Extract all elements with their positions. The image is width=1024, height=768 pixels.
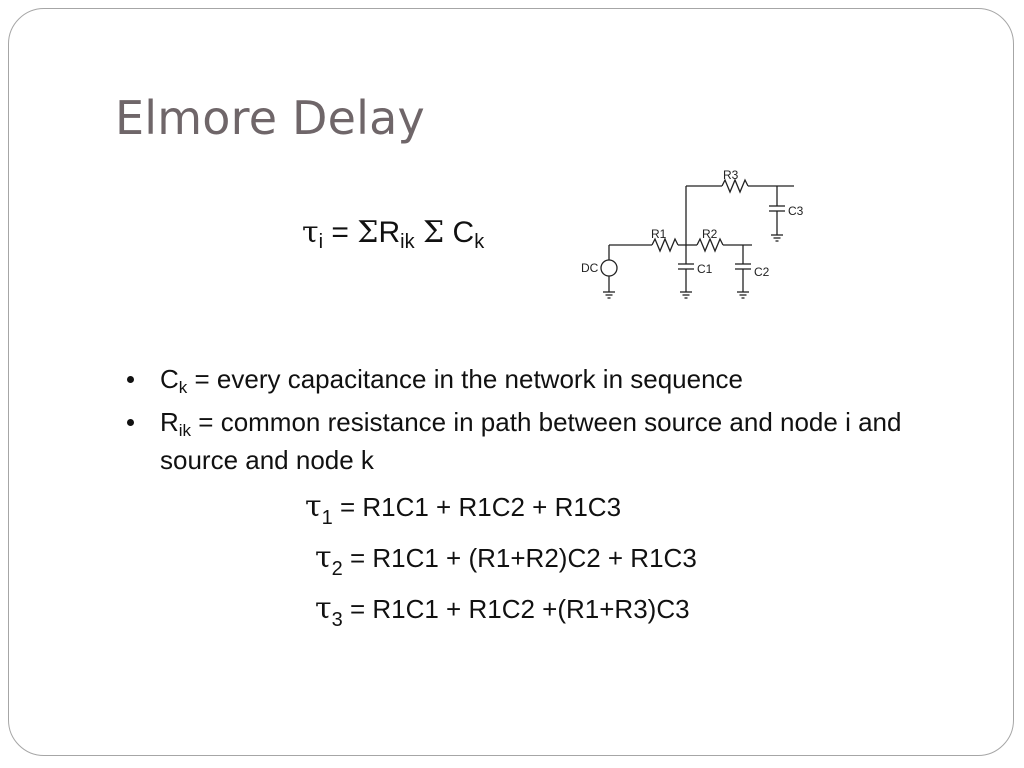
equation-rhs: = R1C1 + (R1+R2)C2 + R1C3 (342, 543, 697, 573)
equation-subscript: 3 (331, 609, 343, 631)
equation-rhs: = R1C1 + R1C2 +(R1+R3)C3 (342, 594, 690, 624)
elmore-formula: τi = ΣRik Σ Ck (302, 213, 484, 253)
equation-tau-symbol: τ (315, 540, 332, 575)
resistor-r3-symbol (721, 178, 749, 194)
bullet-dot (127, 419, 134, 426)
equation-tau-2: τ2 = R1C1 + (R1+R2)C2 + R1C3 (315, 540, 697, 580)
equation-subscript: 1 (321, 507, 333, 529)
ground-symbol (771, 234, 783, 242)
bullet-text: = every capacitance in the network in se… (187, 364, 744, 394)
formula-c-subscript: k (474, 231, 485, 253)
ground-symbol (737, 291, 749, 299)
formula-tau-subscript: i (318, 231, 324, 253)
bullet-subscript: k (178, 378, 188, 397)
equation-rhs: = R1C1 + R1C2 + R1C3 (332, 492, 622, 522)
equation-tau-symbol: τ (305, 489, 322, 524)
label-c2: C2 (754, 265, 770, 279)
dc-source-symbol (600, 259, 618, 277)
formula-equals: = (331, 216, 349, 249)
ground-symbol (680, 291, 692, 299)
equation-tau-symbol: τ (315, 591, 332, 626)
label-r3: R3 (723, 168, 739, 182)
bullet-item: Ck = every capacitance in the network in… (122, 360, 922, 398)
formula-tau: τ (302, 215, 319, 250)
bullet-dot (127, 376, 134, 383)
label-dc: DC (581, 261, 599, 275)
bullet-symbol: C (160, 364, 179, 394)
bullet-list: Ck = every capacitance in the network in… (122, 360, 922, 484)
slide-title: Elmore Delay (115, 91, 425, 145)
capacitor-c1-symbol (678, 263, 694, 270)
label-r1: R1 (651, 227, 667, 241)
label-r2: R2 (702, 227, 718, 241)
formula-c: C (452, 216, 475, 249)
bullet-symbol: R (160, 407, 179, 437)
rc-circuit-diagram: DC R1 R2 R3 C1 C2 C3 (581, 168, 804, 299)
ground-symbol (603, 291, 615, 299)
bullet-item: Rik = common resistance in path between … (122, 403, 922, 479)
bullet-subscript: ik (178, 421, 192, 440)
capacitor-c2-symbol (735, 263, 751, 270)
formula-sigma-r: Σ (357, 215, 379, 250)
resistor-r1-symbol (651, 237, 679, 253)
equation-subscript: 2 (331, 558, 343, 580)
resistor-r2-symbol (696, 237, 724, 253)
formula-r-subscript: ik (400, 231, 415, 253)
label-c3: C3 (788, 204, 804, 218)
slide-frame (8, 8, 1014, 756)
label-c1: C1 (697, 262, 713, 276)
capacitor-c3-symbol (769, 205, 785, 212)
equation-tau-3: τ3 = R1C1 + R1C2 +(R1+R3)C3 (315, 591, 690, 631)
formula-r: R (378, 216, 401, 249)
bullet-text: = common resistance in path between sour… (160, 407, 902, 475)
formula-sigma-c: Σ (422, 215, 445, 250)
equation-tau-1: τ1 = R1C1 + R1C2 + R1C3 (305, 489, 622, 529)
